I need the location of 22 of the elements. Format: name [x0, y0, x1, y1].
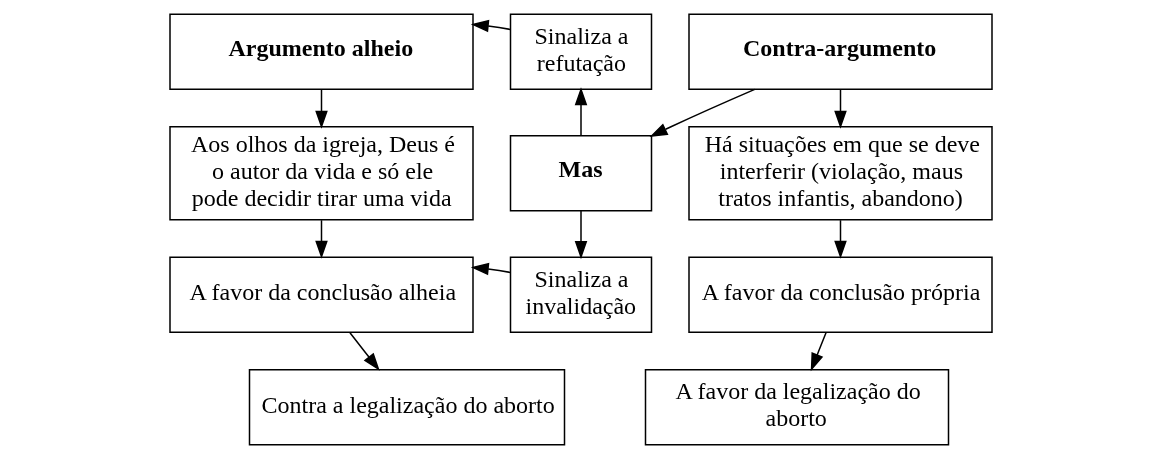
node-box: Mas — [509, 135, 652, 212]
arrow — [314, 219, 328, 259]
arrow — [833, 219, 847, 259]
arrow — [574, 87, 587, 137]
node-box: Contra-argumento — [687, 13, 993, 90]
arrow — [314, 88, 328, 129]
node-box: Aos olhos da igreja, Deus é o autor da vida e só ele pode decidir tirar uma vida — [168, 126, 474, 221]
arrow — [810, 331, 827, 372]
arrow — [574, 210, 587, 260]
arrow — [649, 88, 755, 137]
node-box: Argumento alheio — [168, 13, 474, 90]
arrow — [470, 262, 511, 276]
node-box: Sinaliza a refutação — [509, 13, 652, 90]
node-box: A favor da conclusão própria — [687, 256, 993, 333]
arrow — [833, 88, 847, 129]
node-box: Há situações em que se deve interferir (violação, maus tratos infantis, abandono) — [687, 126, 993, 221]
node-box: A favor da conclusão alheia — [168, 256, 474, 333]
node-box: A favor da legalização do aborto — [644, 369, 949, 446]
node-box: Contra a legalização do aborto — [248, 369, 565, 446]
arrow — [348, 331, 380, 371]
node-box: Sinaliza a invalidação — [509, 256, 652, 333]
arrow — [470, 19, 511, 33]
